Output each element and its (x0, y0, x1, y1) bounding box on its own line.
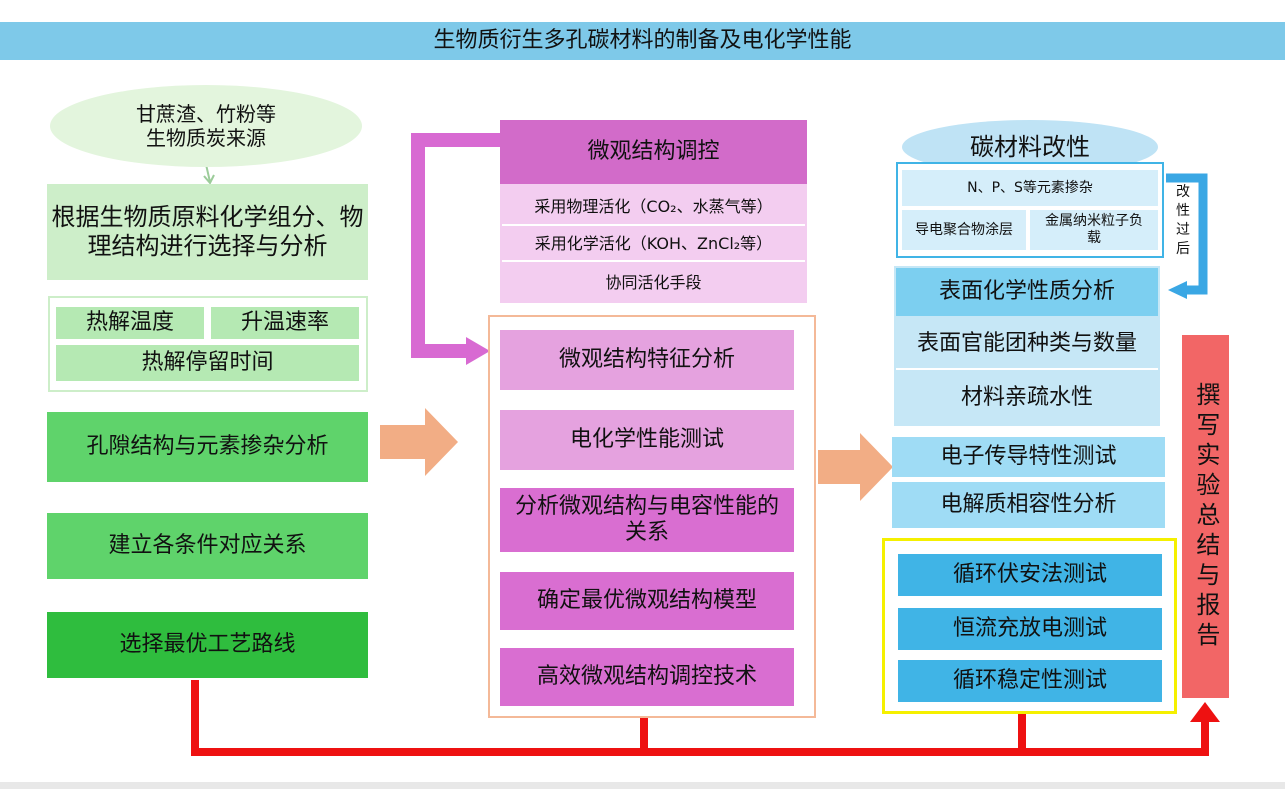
method-chemical: 采用化学活化（KOH、ZnCl₂等） (502, 228, 805, 262)
mod-nanoparticle-text: 金属纳米粒子负载 (1045, 213, 1143, 246)
step-optimal-model: 确定最优微观结构模型 (500, 572, 794, 630)
step-control-tech-text: 高效微观结构调控技术 (536, 663, 757, 689)
step-optimal-model-text: 确定最优微观结构模型 (536, 587, 757, 613)
method-physical-text: 采用物理活化（CO₂、水蒸气等） (534, 197, 773, 217)
electron-conduction-text: 电子传导特性测试 (940, 443, 1117, 469)
report-box: 撰写实验总结与报告 (1182, 335, 1229, 698)
param-temperature-text: 热解温度 (85, 309, 174, 335)
pore-analysis-text: 孔隙结构与元素掺杂分析 (86, 433, 329, 459)
method-chemical-text: 采用化学活化（KOH、ZnCl₂等） (534, 234, 773, 254)
mod-polymer-text: 导电聚合物涂层 (915, 221, 1013, 238)
electrolyte-compat-text: 电解质相容性分析 (940, 491, 1117, 517)
relation-box: 建立各条件对应关系 (47, 513, 368, 579)
select-box: 根据生物质原料化学组分、物理结构进行选择与分析 (47, 184, 368, 280)
surface-functional-groups-text: 表面官能团种类与数量 (916, 330, 1137, 356)
after-modification-text: 改性过后 (1176, 184, 1190, 257)
pore-analysis-box: 孔隙结构与元素掺杂分析 (47, 412, 368, 482)
method-physical: 采用物理活化（CO₂、水蒸气等） (502, 190, 805, 226)
red-arrow-head (1190, 702, 1220, 722)
biomass-source-text: 甘蔗渣、竹粉等 生物质炭来源 (136, 102, 276, 150)
test-cv: 循环伏安法测试 (898, 554, 1162, 596)
param-heating-rate-text: 升温速率 (240, 309, 329, 335)
pink-bracket-arrow (411, 133, 500, 358)
microstructure-header: 微观结构调控 (500, 120, 807, 184)
step-feature-analysis: 微观结构特征分析 (500, 330, 794, 390)
surface-title-box: 表面化学性质分析 (896, 268, 1158, 316)
page-title: 生物质衍生多孔碳材料的制备及电化学性能 (0, 22, 1285, 60)
tests-frame (882, 538, 1177, 714)
analysis-frame (488, 315, 816, 718)
param-residence-time-text: 热解停留时间 (141, 349, 274, 375)
step-electrochem-test: 电化学性能测试 (500, 410, 794, 470)
test-cycling-text: 循环稳定性测试 (952, 667, 1107, 693)
step-control-tech: 高效微观结构调控技术 (500, 648, 794, 706)
param-residence-time: 热解停留时间 (56, 345, 359, 381)
microstructure-header-text: 微观结构调控 (587, 138, 720, 164)
route-text: 选择最优工艺路线 (119, 631, 296, 657)
after-modification-label: 改性过后 (1172, 180, 1194, 262)
surface-wettability: 材料亲疏水性 (896, 372, 1158, 424)
surface-wettability-text: 材料亲疏水性 (960, 384, 1093, 410)
test-cv-text: 循环伏安法测试 (952, 561, 1107, 587)
modification-title: 碳材料改性 (970, 132, 1090, 161)
surface-title-text: 表面化学性质分析 (938, 278, 1115, 304)
electrolyte-compat-box: 电解质相容性分析 (892, 482, 1165, 528)
step-relation-analysis-text: 分析微观结构与电容性能的关系 (514, 493, 779, 545)
select-text: 根据生物质原料化学组分、物理结构进行选择与分析 (51, 203, 364, 260)
test-gcd: 恒流充放电测试 (898, 608, 1162, 650)
route-box: 选择最优工艺路线 (47, 612, 368, 678)
mod-doping: N、P、S等元素掺杂 (902, 170, 1158, 206)
method-synergistic: 协同活化手段 (502, 265, 805, 301)
step-relation-analysis: 分析微观结构与电容性能的关系 (500, 488, 794, 552)
red-feedback-line (191, 680, 1209, 756)
bottom-band (0, 782, 1285, 789)
step-electrochem-test-text: 电化学性能测试 (569, 426, 724, 452)
orange-arrow-left (380, 408, 458, 476)
param-temperature: 热解温度 (56, 307, 204, 339)
surface-functional-groups: 表面官能团种类与数量 (896, 320, 1158, 370)
test-cycling: 循环稳定性测试 (898, 660, 1162, 702)
biomass-source-ellipse: 甘蔗渣、竹粉等 生物质炭来源 (50, 85, 362, 167)
pyrolysis-params-frame (48, 296, 368, 392)
electron-conduction-box: 电子传导特性测试 (892, 437, 1165, 477)
mod-polymer: 导电聚合物涂层 (902, 210, 1026, 250)
relation-text: 建立各条件对应关系 (108, 532, 307, 558)
blue-hook-arrow (1166, 173, 1208, 295)
param-heating-rate: 升温速率 (211, 307, 359, 339)
step-feature-analysis-text: 微观结构特征分析 (558, 346, 735, 372)
test-gcd-text: 恒流充放电测试 (952, 615, 1107, 641)
pink-arrow-head (466, 337, 490, 365)
method-synergistic-text: 协同活化手段 (605, 273, 702, 293)
blue-arrow-head (1168, 281, 1187, 299)
report-text: 撰写实验总结与报告 (1191, 381, 1220, 652)
orange-arrow-right (818, 433, 893, 501)
source-arrow-head (203, 174, 215, 185)
mod-doping-text: N、P、S等元素掺杂 (967, 179, 1093, 196)
mod-nanoparticle: 金属纳米粒子负载 (1030, 210, 1158, 250)
